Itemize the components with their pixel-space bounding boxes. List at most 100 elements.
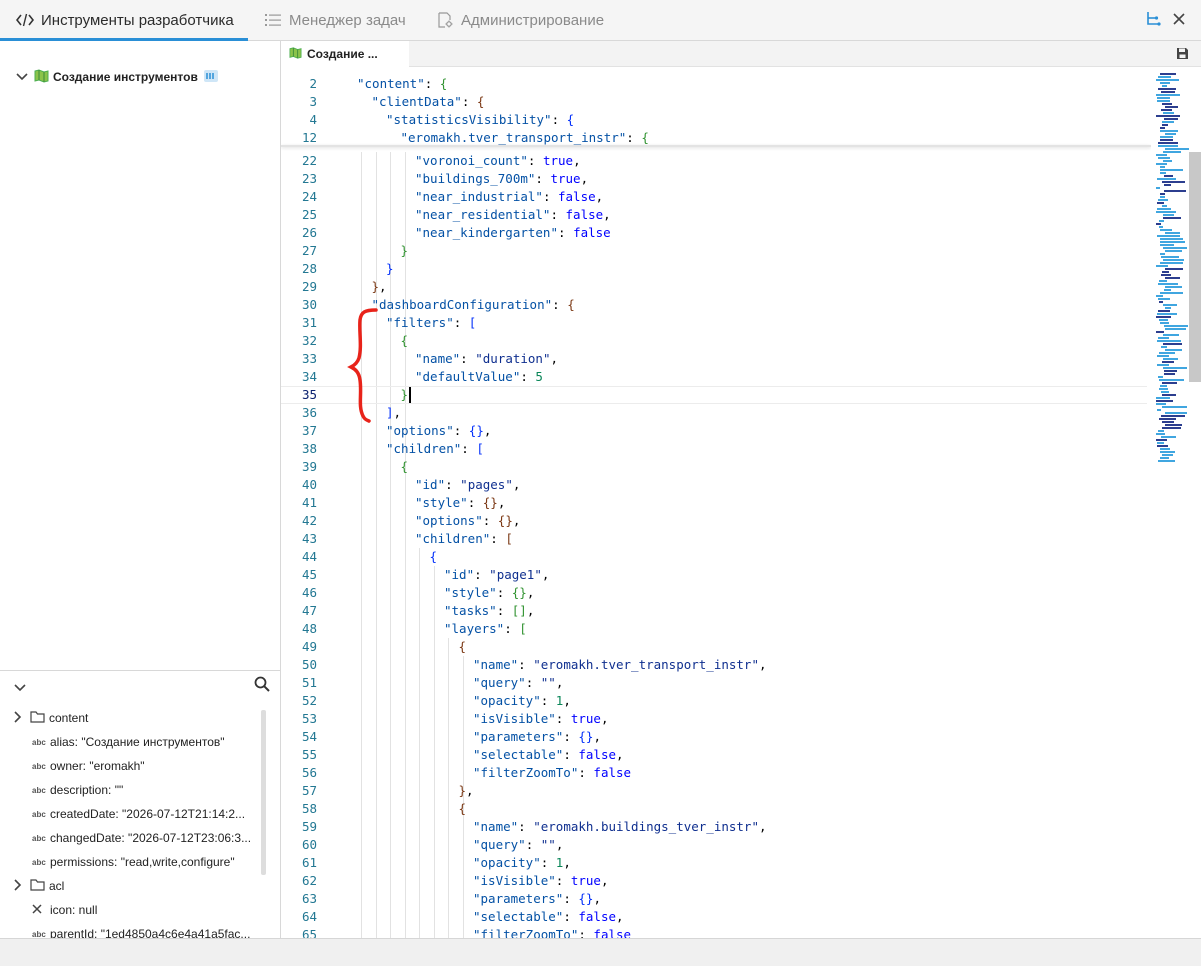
property-text: createdDate: "2026-07-12T21:14:2...	[50, 807, 246, 821]
string-type-icon: abc	[32, 761, 46, 771]
editor-tab-active[interactable]: Создание ...	[281, 41, 409, 67]
minimap-line	[1160, 82, 1170, 84]
code-text: },	[371, 279, 387, 294]
minimap-line	[1157, 355, 1169, 357]
minimap-line	[1159, 319, 1168, 321]
code-text: "buildings_700m": true,	[415, 171, 589, 186]
minimap-line	[1164, 184, 1171, 186]
minimap-line	[1156, 331, 1164, 333]
line-number: 41	[301, 495, 317, 510]
minimap-line	[1157, 100, 1170, 102]
chevron-down-icon[interactable]	[16, 70, 30, 84]
minimap-line	[1165, 106, 1178, 108]
line-number: 39	[301, 459, 317, 474]
tree-structure-icon[interactable]	[1142, 8, 1164, 30]
minimap-line	[1160, 262, 1183, 264]
save-icon[interactable]	[1176, 47, 1189, 65]
chevron-right-icon[interactable]	[14, 878, 28, 894]
code-text: "children": [	[415, 531, 513, 546]
minimap-line	[1158, 460, 1175, 462]
minimap-line	[1165, 133, 1176, 135]
string-type-icon: abc	[32, 833, 46, 843]
code-text: ],	[386, 405, 402, 420]
code-text: }	[400, 387, 409, 402]
map-icon	[289, 46, 302, 62]
minimap-line	[1162, 124, 1168, 126]
line-number: 59	[301, 819, 317, 834]
code-text: "parameters": {},	[473, 891, 601, 906]
minimap-slider[interactable]	[1189, 152, 1201, 382]
line-number: 28	[301, 261, 317, 276]
minimap-line	[1157, 313, 1177, 315]
sticky-scroll-header[interactable]	[281, 67, 1151, 146]
line-number: 56	[301, 765, 317, 780]
line-number: 53	[301, 711, 317, 726]
minimap-line	[1156, 295, 1163, 297]
code-text: "filterZoomTo": false	[473, 765, 632, 780]
minimap-line	[1165, 328, 1186, 330]
folder-icon	[30, 710, 45, 726]
property-icon[interactable]: icon: null	[32, 900, 97, 920]
chevron-right-icon[interactable]	[14, 710, 28, 726]
code-text: }	[400, 243, 409, 258]
close-icon[interactable]	[1168, 8, 1190, 30]
code-text: "near_kindergarten": false	[415, 225, 611, 240]
minimap-line	[1157, 409, 1161, 411]
line-number: 34	[301, 369, 317, 384]
annotation-curly-brace	[347, 308, 378, 423]
minimap-line	[1158, 376, 1163, 378]
code-text: "filters": [	[386, 315, 477, 330]
minimap-line	[1165, 268, 1183, 270]
minimap-line	[1160, 169, 1183, 171]
minimap-line	[1160, 139, 1173, 141]
status-bar	[0, 938, 1201, 966]
minimap-line	[1161, 346, 1167, 348]
code-text: {	[458, 639, 467, 654]
property-changed-date[interactable]: abc changedDate: "2026-07-12T23:06:3...	[32, 828, 251, 848]
search-icon[interactable]	[254, 676, 270, 697]
minimap-line	[1156, 94, 1180, 96]
property-folder-acl[interactable]: acl	[14, 876, 64, 896]
minimap-line	[1163, 343, 1182, 345]
tab-developer-tools[interactable]: Инструменты разработчика	[16, 0, 234, 40]
line-number: 25	[301, 207, 317, 222]
chevron-down-icon[interactable]	[14, 679, 26, 697]
minimap-line	[1158, 88, 1176, 90]
top-tab-bar: Инструменты разработчика Менеджер задач …	[0, 0, 1201, 41]
code-text: "name": "eromakh.tver_transport_instr",	[473, 657, 767, 672]
code-text: "id": "page1",	[444, 567, 550, 582]
minimap-line	[1157, 445, 1168, 447]
minimap-line	[1160, 385, 1167, 387]
code-text: "defaultValue": 5	[415, 369, 543, 384]
map-layers-badge-icon	[203, 69, 218, 85]
minimap-line	[1159, 280, 1167, 282]
tree-item-root[interactable]: Создание инструментов	[16, 67, 218, 87]
list-icon	[264, 11, 282, 29]
minimap-line	[1163, 247, 1187, 249]
minimap-line	[1162, 394, 1176, 396]
minimap-line	[1165, 307, 1171, 309]
property-folder-content[interactable]: content	[14, 708, 88, 728]
tab-task-manager[interactable]: Менеджер задач	[264, 0, 406, 40]
code-editor[interactable]: 22"voronoi_count": true,23"buildings_700…	[281, 67, 1151, 938]
minimap-line	[1164, 325, 1188, 327]
minimap-line	[1159, 226, 1163, 228]
line-number: 36	[301, 405, 317, 420]
code-minimap[interactable]	[1151, 67, 1201, 938]
line-number: 24	[301, 189, 317, 204]
property-text: changedDate: "2026-07-12T23:06:3...	[50, 831, 252, 845]
tab-administration[interactable]: Администрирование	[436, 0, 604, 40]
properties-scrollbar[interactable]	[261, 710, 266, 875]
minimap-line	[1163, 358, 1178, 360]
null-icon	[32, 904, 46, 916]
minimap-line	[1156, 187, 1160, 189]
text-cursor	[408, 387, 411, 403]
minimap-line	[1156, 439, 1167, 441]
editor-tab-bar: Создание ...	[281, 41, 1201, 67]
